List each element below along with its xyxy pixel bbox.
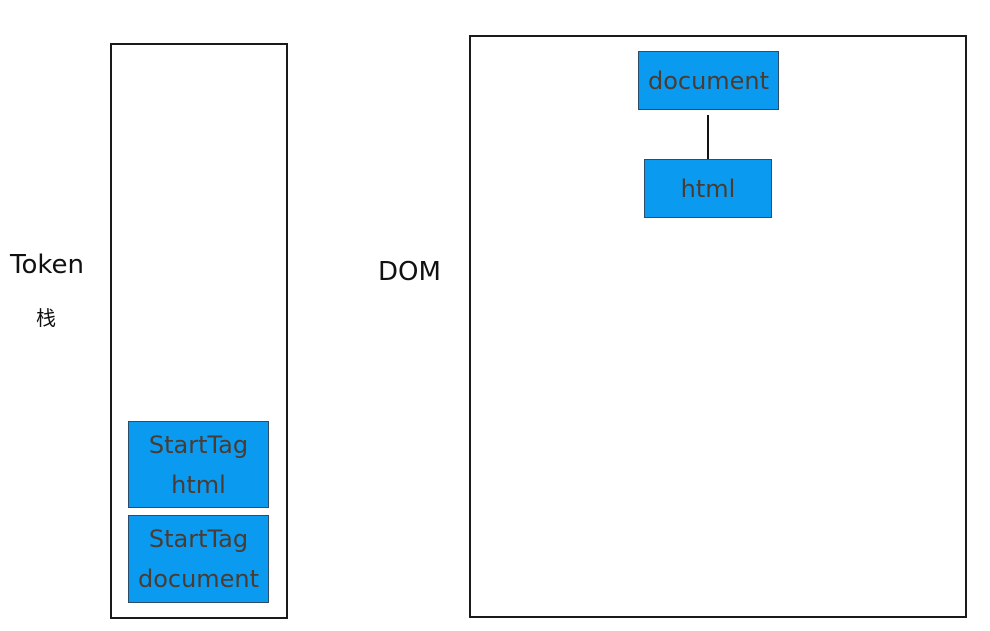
stack-item-line2: html	[171, 470, 226, 499]
token-stack-title: Token	[10, 250, 84, 280]
stack-item-line1: StartTag	[148, 430, 249, 459]
dom-title: DOM	[378, 257, 441, 287]
dom-node-document: document	[638, 51, 779, 110]
stack-item-line2: document	[137, 565, 260, 593]
stack-item-starttag-document: StartTag document	[128, 515, 269, 603]
dom-node-html: html	[644, 159, 772, 218]
stack-item-starttag-html: StartTag html	[128, 421, 269, 508]
dom-tree-edge	[707, 115, 709, 159]
stack-item-line1: StartTag	[148, 525, 249, 553]
token-stack-subtitle: 栈	[36, 306, 56, 330]
dom-frame	[469, 35, 967, 618]
